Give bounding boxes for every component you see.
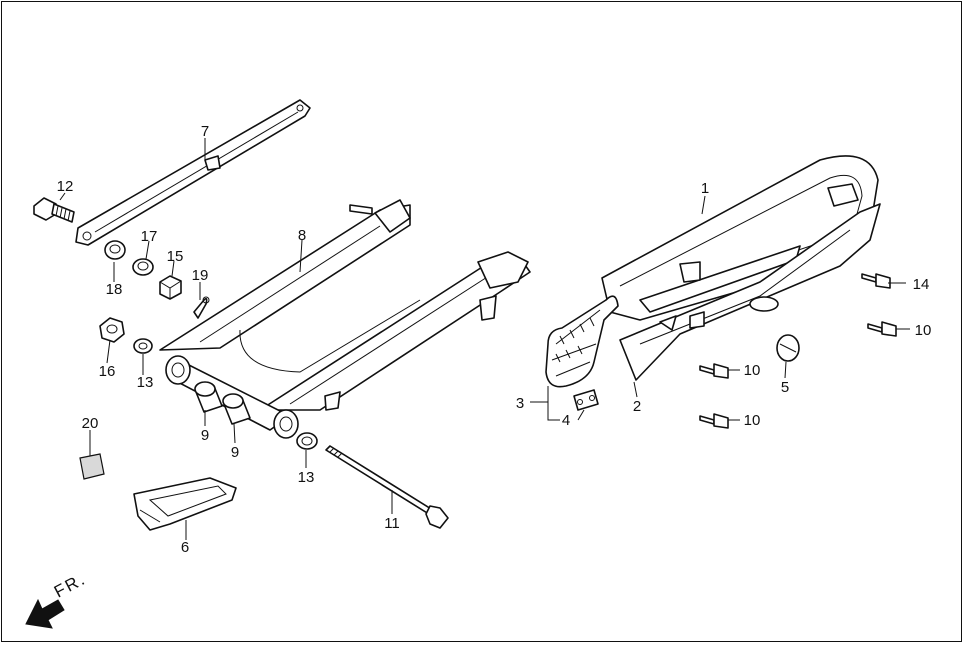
drive-chain-3 (545, 295, 619, 388)
leader-lines (59, 138, 910, 540)
bolt-10a (867, 321, 897, 337)
callout-9a: 9 (201, 427, 209, 444)
chain-case-upper-1 (601, 155, 879, 321)
callout-2: 2 (633, 398, 641, 415)
direction-label: FR. (51, 569, 89, 601)
callout-7: 7 (201, 123, 209, 140)
washer-13a (133, 338, 153, 354)
callout-4: 4 (562, 412, 570, 429)
callout-10a: 10 (744, 362, 761, 379)
callout-16: 16 (99, 363, 116, 380)
callout-11: 11 (384, 515, 400, 532)
callout-13b: 13 (298, 469, 315, 486)
callout-5: 5 (781, 379, 789, 396)
bushing-9a (194, 381, 223, 413)
nut-16 (99, 317, 125, 343)
callout-20: 20 (82, 415, 99, 432)
caution-label-20 (79, 453, 105, 480)
callout-14: 14 (913, 276, 930, 293)
callout-13a: 13 (137, 374, 154, 391)
bushing-9b (222, 393, 251, 425)
bolt-10c (699, 413, 729, 429)
cotter-pin-19 (193, 296, 210, 319)
callout-15: 15 (167, 248, 184, 265)
swingarm (159, 199, 531, 439)
callout-18: 18 (106, 281, 123, 298)
torque-rod (75, 99, 311, 246)
callout-12: 12 (57, 178, 74, 195)
callout-labels: 1 2 3 4 5 6 7 8 9 9 10 10 10 11 12 13 13… (57, 123, 932, 556)
chain-case-lower-2 (619, 203, 881, 381)
washer-17 (132, 258, 154, 276)
callout-3: 3 (516, 395, 524, 412)
bolt-12 (33, 197, 75, 223)
front-direction-arrow: FR. (25, 569, 89, 629)
callout-10b: 10 (915, 322, 932, 339)
callout-8: 8 (298, 227, 306, 244)
chain-joint-4 (573, 389, 599, 411)
collar-18 (104, 240, 126, 260)
callout-17: 17 (141, 228, 158, 245)
callout-1: 1 (701, 180, 709, 197)
callout-9b: 9 (231, 444, 239, 461)
washer-13b (296, 432, 318, 450)
pivot-bolt-11 (325, 445, 449, 529)
chain-slider-6 (133, 477, 237, 531)
callout-19: 19 (192, 267, 209, 284)
bolt-10b (699, 363, 729, 379)
nut-15 (159, 275, 182, 300)
inspection-cap-5 (776, 334, 800, 362)
callout-6: 6 (181, 539, 189, 556)
bolt-14 (861, 273, 891, 289)
callout-10c: 10 (744, 412, 761, 429)
